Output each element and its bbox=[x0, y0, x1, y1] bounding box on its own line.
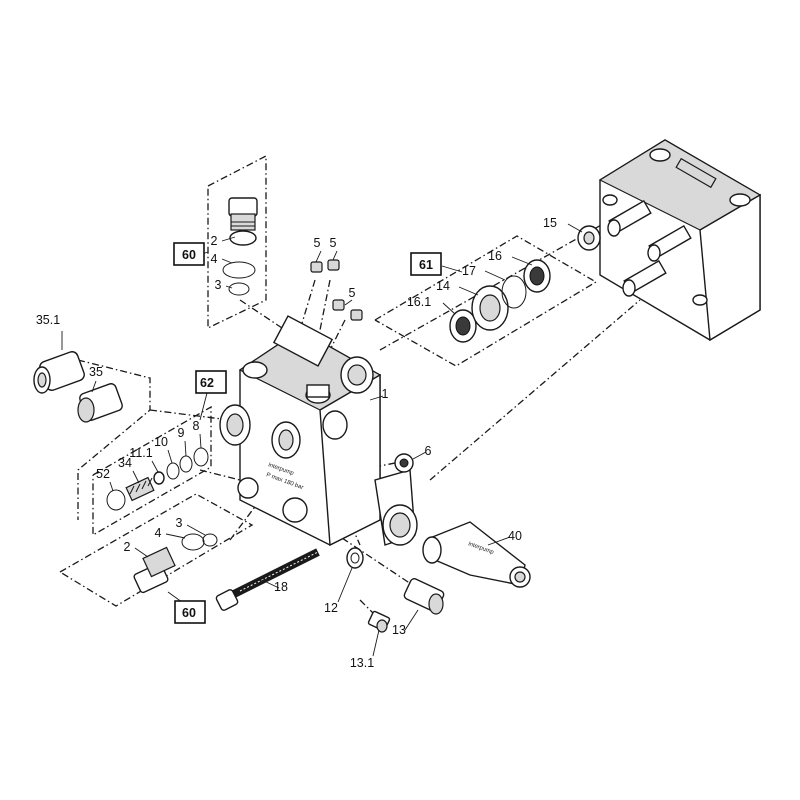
label-18: 18 bbox=[274, 580, 288, 594]
seal-kit-61-parts bbox=[449, 225, 601, 343]
label-1: 1 bbox=[382, 387, 389, 401]
label-12: 12 bbox=[324, 601, 338, 615]
valve-assembly-top bbox=[222, 197, 258, 296]
label-40: 40 bbox=[508, 529, 522, 543]
valve-caps-5 bbox=[310, 259, 363, 321]
label-4-bottom: 4 bbox=[155, 526, 162, 540]
label-8: 8 bbox=[193, 419, 200, 433]
label-5a: 5 bbox=[314, 236, 321, 250]
label-6: 6 bbox=[425, 444, 432, 458]
kit-62-label: 62 bbox=[200, 376, 214, 390]
label-13-1: 13.1 bbox=[350, 656, 374, 670]
manifold-body: interpump P max 180 bar bbox=[219, 315, 418, 547]
label-3-bottom: 3 bbox=[176, 516, 183, 530]
label-2-bottom: 2 bbox=[124, 540, 131, 554]
label-3-top: 3 bbox=[215, 278, 222, 292]
kit-60-bottom-box bbox=[174, 600, 206, 624]
kit-60-bottom-label: 60 bbox=[182, 606, 196, 620]
label-17: 17 bbox=[462, 264, 476, 278]
label-16-1: 16.1 bbox=[407, 295, 431, 309]
label-34: 34 bbox=[118, 456, 132, 470]
fittings-35 bbox=[33, 351, 123, 423]
label-5c: 5 bbox=[349, 286, 356, 300]
pump-head-housing bbox=[598, 139, 762, 342]
kit-61-label: 61 bbox=[419, 258, 433, 272]
label-52: 52 bbox=[96, 467, 110, 481]
unloader-kit-62-parts bbox=[106, 447, 209, 511]
kit-61-box bbox=[410, 252, 442, 276]
kit-60-top-label: 60 bbox=[182, 248, 196, 262]
label-35-1: 35.1 bbox=[36, 313, 60, 327]
label-9: 9 bbox=[178, 426, 185, 440]
valve-assembly-bottom bbox=[133, 533, 218, 594]
bolt-18 bbox=[215, 548, 320, 611]
washer-12 bbox=[346, 547, 364, 569]
nozzle-40: interpump bbox=[422, 521, 531, 588]
kit-62-box bbox=[195, 370, 227, 394]
label-15: 15 bbox=[543, 216, 557, 230]
label-13: 13 bbox=[392, 623, 406, 637]
label-2-top: 2 bbox=[211, 234, 218, 248]
label-5b: 5 bbox=[330, 236, 337, 250]
label-16: 16 bbox=[488, 249, 502, 263]
label-35: 35 bbox=[89, 365, 103, 379]
label-4-top: 4 bbox=[211, 252, 218, 266]
label-10: 10 bbox=[154, 435, 168, 449]
label-11-1: 11.1 bbox=[129, 446, 152, 460]
fittings-13 bbox=[367, 578, 445, 633]
plug-6 bbox=[394, 453, 414, 473]
label-14: 14 bbox=[436, 279, 450, 293]
kit-60-top-box bbox=[173, 242, 205, 266]
